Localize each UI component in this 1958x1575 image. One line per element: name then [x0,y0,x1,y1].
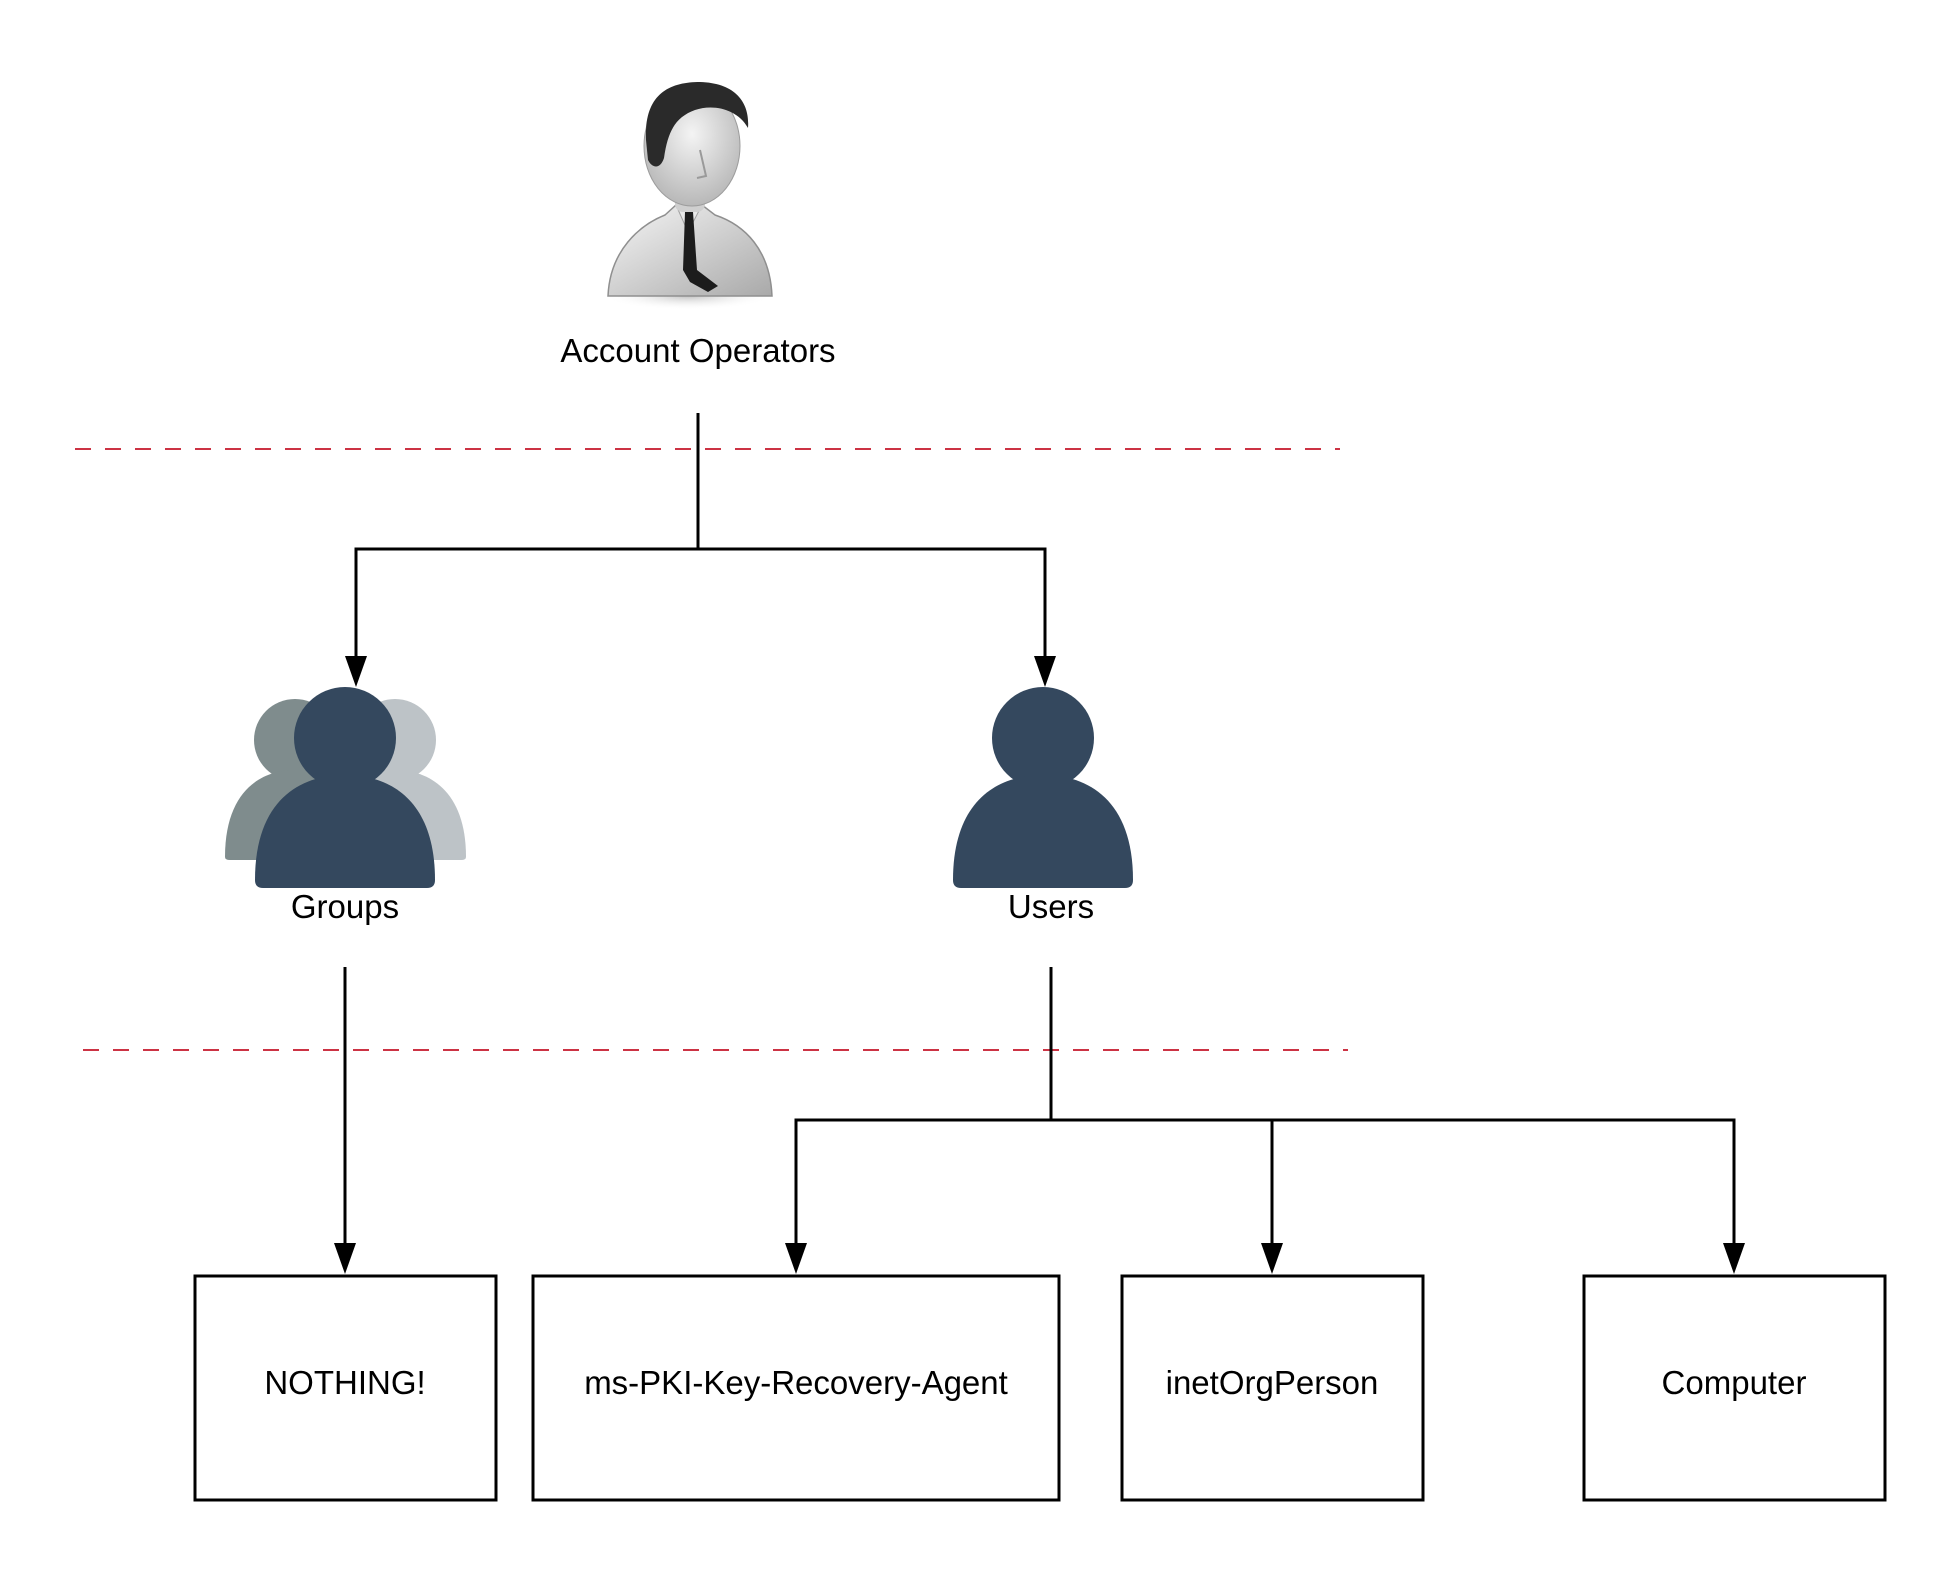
ms-pki-key-recovery-agent-box: ms-PKI-Key-Recovery-Agent [531,1274,1061,1502]
connector-to-groups [354,547,698,658]
users-label: Users [1008,888,1094,925]
connector-to-users [698,547,1047,658]
group-icon [225,687,466,888]
arrowhead-inetorgperson [1261,1243,1283,1274]
groups-label: Groups [291,888,399,925]
user-icon [953,687,1133,888]
computer-label: Computer [1662,1364,1807,1401]
arrowhead-computer [1723,1243,1745,1274]
computer-box: Computer [1582,1274,1887,1502]
account-operators-label: Account Operators [560,332,835,369]
inetorgperson-box: inetOrgPerson [1120,1274,1425,1502]
nothing-box: NOTHING! [193,1274,498,1502]
ms-pki-key-recovery-agent-label: ms-PKI-Key-Recovery-Agent [584,1364,1008,1401]
connector-users-bus [794,1118,1736,1245]
business-user-icon [603,82,773,310]
arrowhead-groups [345,656,367,687]
arrowhead-users [1034,656,1056,687]
inetorgperson-label: inetOrgPerson [1166,1364,1379,1401]
nothing-label: NOTHING! [264,1364,425,1401]
arrowhead-nothing [334,1243,356,1274]
arrowhead-ms-pki [785,1243,807,1274]
